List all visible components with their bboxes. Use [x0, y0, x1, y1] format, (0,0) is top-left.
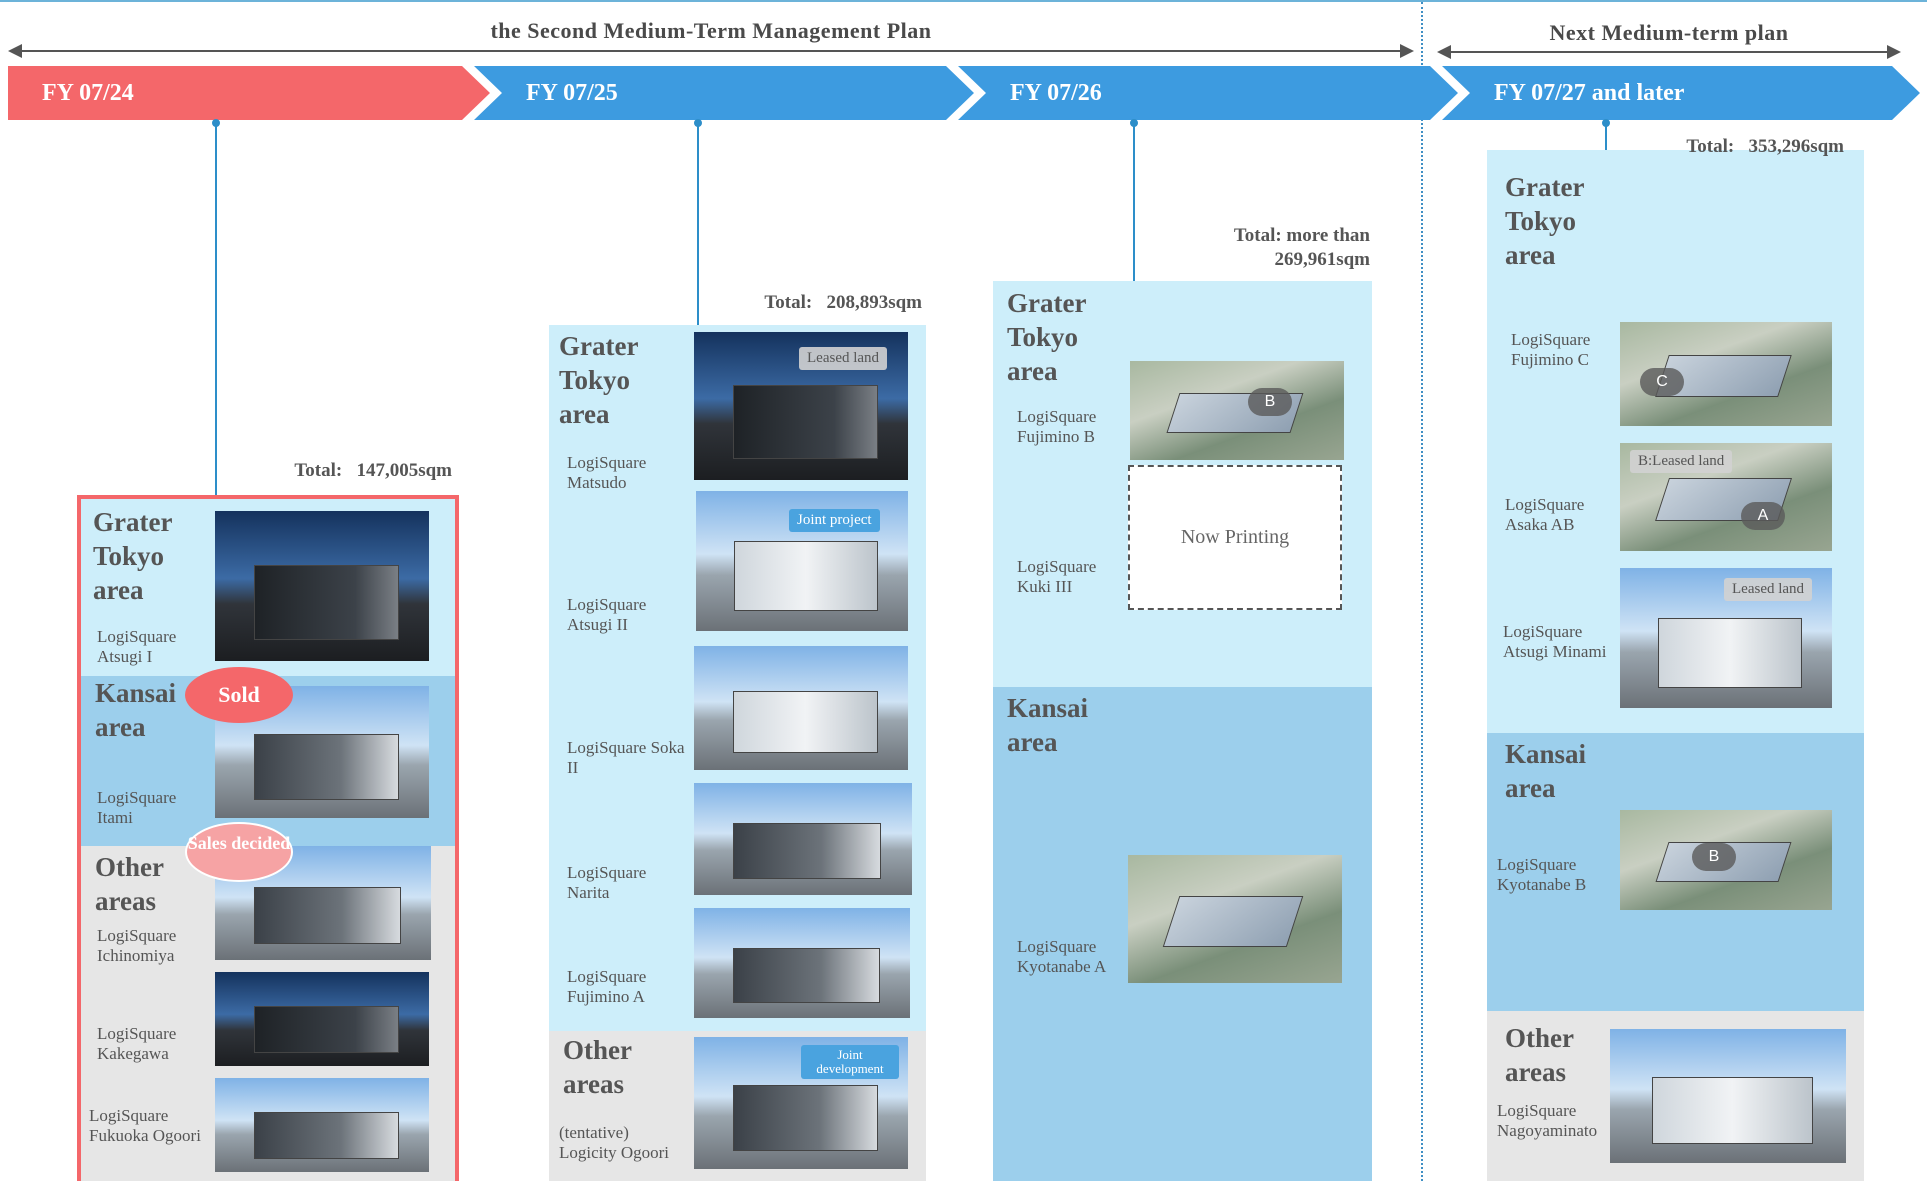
fy24-area-tokyo: Grater Tokyo area — [93, 507, 172, 605]
fy25-photo-soka2 — [694, 646, 908, 770]
fy27-label-nagoyaminato: LogiSquare Nagoyaminato — [1497, 1101, 1598, 1140]
fy27-letter-b: B — [1692, 843, 1736, 871]
fy24-label-atsugi1: LogiSquare Atsugi I — [97, 627, 177, 666]
fy27-label-asaka-ab: LogiSquare Asaka AB — [1505, 495, 1585, 534]
fy24-column-frame: Grater Tokyo area LogiSquare Atsugi I Ka… — [77, 495, 459, 1181]
fy24-area-other: Other areas — [95, 852, 164, 916]
connector-fy27 — [1602, 119, 1610, 152]
fy26-label-kuki3: LogiSquare Kuki III — [1017, 557, 1097, 596]
fy25-label-narita: LogiSquare Narita — [567, 863, 647, 902]
connector-fy26 — [1130, 119, 1138, 282]
fy25-label-atsugi2: LogiSquare Atsugi II — [567, 595, 647, 634]
fy27-tag-leased-land: Leased land — [1724, 578, 1813, 601]
fy25-photo-logicity-ogoori — [694, 1037, 908, 1169]
fy27-section-tokyo: Total: 353,296sqm Grater Tokyo area C Lo… — [1487, 136, 1864, 733]
plan-title-next: Next Medium-term plan — [1549, 20, 1789, 45]
fy27-area-tokyo: Grater Tokyo area — [1505, 172, 1584, 270]
fy27-photo-nagoyaminato — [1610, 1029, 1846, 1163]
fy24-label-itami: LogiSquare Itami — [97, 788, 177, 827]
fy26-section-kansai: Kansai area LogiSquare Kyotanabe A — [993, 687, 1372, 1181]
connector-fy25 — [694, 119, 702, 326]
fy27-area-other: Other areas — [1505, 1023, 1574, 1087]
fy27-area-kansai: Kansai area — [1505, 739, 1587, 803]
connector-fy24 — [212, 119, 220, 496]
fy24-section-other: Other areas LogiSquare Ichinomiya LogiSq… — [81, 846, 455, 1181]
fy24-photo-kakegawa — [215, 972, 429, 1066]
fy26-area-kansai: Kansai area — [1007, 693, 1089, 757]
phase-fy26: FY 07/26 — [958, 66, 1458, 120]
fy27-label-kyotanabe-b: LogiSquare Kyotanabe B — [1497, 855, 1587, 894]
fy27-tag-b-leased-land: B:Leased land — [1630, 450, 1733, 473]
fy25-tag-leased-land: Leased land — [799, 347, 888, 370]
phase-fy25: FY 07/25 — [474, 66, 974, 120]
badge-sold: Sold — [185, 667, 293, 723]
fy25-area-other: Other areas — [563, 1035, 632, 1099]
fy26-section-tokyo: Grater Tokyo area B LogiSquare Fujimino … — [993, 281, 1372, 687]
fy25-label-logicity-ogoori: (tentative) Logicity Ogoori — [559, 1123, 670, 1162]
fy24-label-kakegawa: LogiSquare Kakegawa — [97, 1024, 177, 1063]
fy24-photo-ichinomiya — [215, 846, 431, 960]
fy26-photo-fujimino-b — [1130, 361, 1344, 460]
fy24-label-ichinomiya: LogiSquare Ichinomiya — [97, 926, 177, 965]
fy26-total: Total: more than 269,961sqm — [1233, 225, 1370, 270]
fy24-photo-atsugi1 — [215, 511, 429, 661]
fy27-total: Total: 353,296sqm — [1686, 136, 1844, 157]
fy25-photo-narita — [694, 783, 912, 895]
phase-fy27: FY 07/27 and later — [1442, 66, 1920, 120]
top-rule — [0, 0, 1927, 2]
fy25-section-other: Other areas Joint development (tentative… — [549, 1031, 926, 1181]
fy25-photo-fujimino-a — [694, 908, 910, 1018]
fy27-label-atsugi-minami: LogiSquare Atsugi Minami — [1503, 622, 1607, 661]
fy25-label-soka2: LogiSquare Soka II — [567, 738, 685, 777]
plan-span-arrow-next — [1437, 45, 1901, 59]
phase-fy24: FY 07/24 — [8, 66, 490, 120]
fy27-section-kansai: Kansai area B LogiSquare Kyotanabe B — [1487, 733, 1864, 1011]
fy26-now-printing: Now Printing — [1128, 465, 1342, 610]
fy27-letter-a: A — [1741, 502, 1785, 530]
fy26-letter-b: B — [1248, 388, 1292, 416]
fy25-area-tokyo: Grater Tokyo area — [559, 331, 638, 429]
plan-title-current: the Second Medium-Term Management Plan — [490, 18, 932, 43]
plan-divider — [1421, 2, 1423, 1181]
fy25-label-matsudo: LogiSquare Matsudo — [567, 453, 647, 492]
plan-span-arrow-current — [8, 44, 1414, 58]
fy25-total: Total: 208,893sqm — [764, 292, 922, 313]
fy24-photo-fukuoka-ogoori — [215, 1078, 429, 1172]
fy26-photo-kyotanabe-a — [1128, 855, 1342, 983]
fy27-label-fujimino-c: LogiSquare Fujimino C — [1511, 330, 1591, 369]
fy24-area-kansai: Kansai area — [95, 678, 177, 742]
fy26-label-kyotanabe-a: LogiSquare Kyotanabe A — [1017, 937, 1107, 976]
fy26-area-tokyo: Grater Tokyo area — [1007, 288, 1086, 386]
fy25-tag-joint-development: Joint development — [801, 1045, 899, 1079]
fy24-section-tokyo: Grater Tokyo area LogiSquare Atsugi I — [81, 499, 455, 676]
fy25-tag-joint-project: Joint project — [789, 509, 880, 532]
fy24-label-fukuoka-ogoori: LogiSquare Fukuoka Ogoori — [89, 1106, 201, 1145]
fy25-label-fujimino-a: LogiSquare Fujimino A — [567, 967, 647, 1006]
fy27-letter-c: C — [1640, 368, 1684, 396]
badge-sales-decided: Sales decided — [185, 822, 293, 882]
fy25-section-tokyo: Grater Tokyo area Leased land LogiSquare… — [549, 325, 926, 1031]
fy24-total: Total: 147,005sqm — [294, 460, 452, 481]
fy27-section-other: Other areas LogiSquare Nagoyaminato — [1487, 1011, 1864, 1181]
fy26-label-fujimino-b: LogiSquare Fujimino B — [1017, 407, 1097, 446]
